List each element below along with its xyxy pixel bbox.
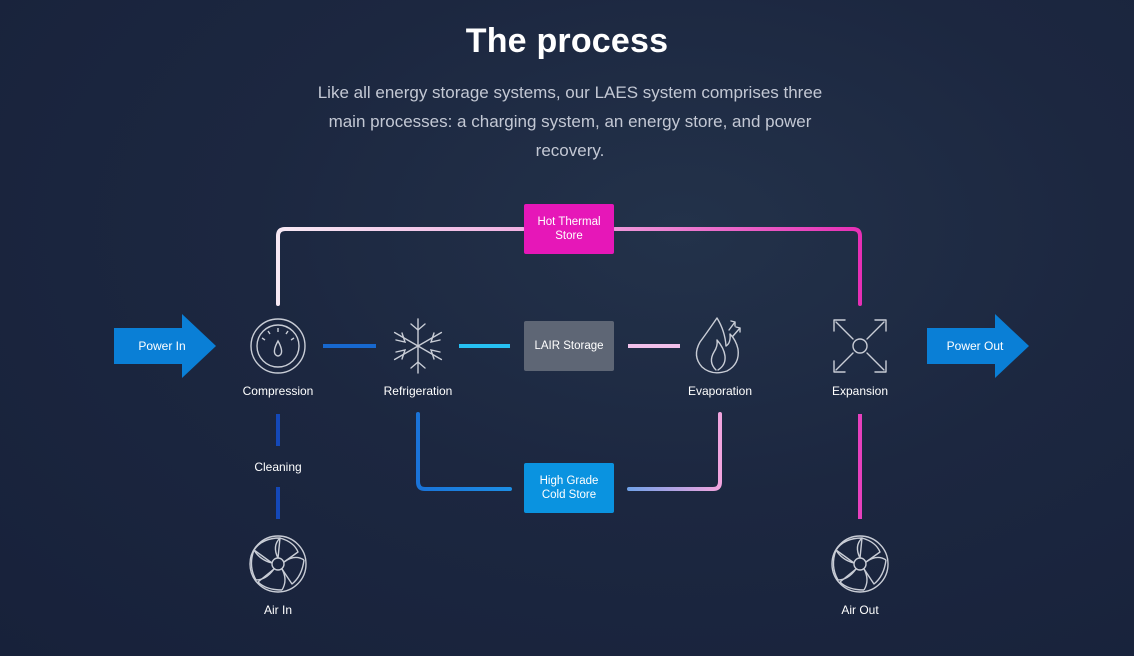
cold-store-box: High Grade Cold Store — [524, 463, 614, 513]
right-arrow-icon — [114, 314, 216, 378]
cold-store-label: High Grade Cold Store — [539, 475, 599, 501]
hot-thermal-store-label: Hot Thermal Store — [537, 216, 601, 242]
page-title: The process — [465, 22, 669, 60]
fan-icon — [831, 535, 889, 593]
air-in-label: Air In — [263, 603, 292, 617]
power-out-label: Power Out — [946, 339, 1004, 353]
gauge-icon — [250, 318, 306, 374]
lair-storage-box: LAIR Storage — [524, 321, 614, 371]
hot-thermal-store-box: Hot Thermal Store — [524, 204, 614, 254]
flame-icon — [695, 317, 741, 374]
power-out-arrow: Power Out — [927, 314, 1031, 378]
evaporation-label: Evaporation — [687, 384, 753, 398]
power-in-arrow: Power In — [114, 314, 218, 378]
refrigeration-label: Refrigeration — [383, 384, 453, 398]
fan-icon — [249, 535, 307, 593]
expand-arrows-icon — [833, 319, 887, 373]
compression-label: Compression — [242, 384, 314, 398]
power-in-label: Power In — [138, 339, 186, 353]
cold-loop-line — [416, 412, 722, 491]
hot-loop-line — [276, 227, 862, 306]
air-out-label: Air Out — [841, 603, 879, 617]
lair-storage-label: LAIR Storage — [534, 340, 604, 352]
expansion-label: Expansion — [831, 384, 889, 398]
snowflake-icon — [393, 318, 443, 374]
cleaning-label: Cleaning — [254, 460, 302, 474]
right-arrow-icon — [927, 314, 1029, 378]
intro-paragraph: Like all energy storage systems, our LAE… — [317, 83, 823, 160]
